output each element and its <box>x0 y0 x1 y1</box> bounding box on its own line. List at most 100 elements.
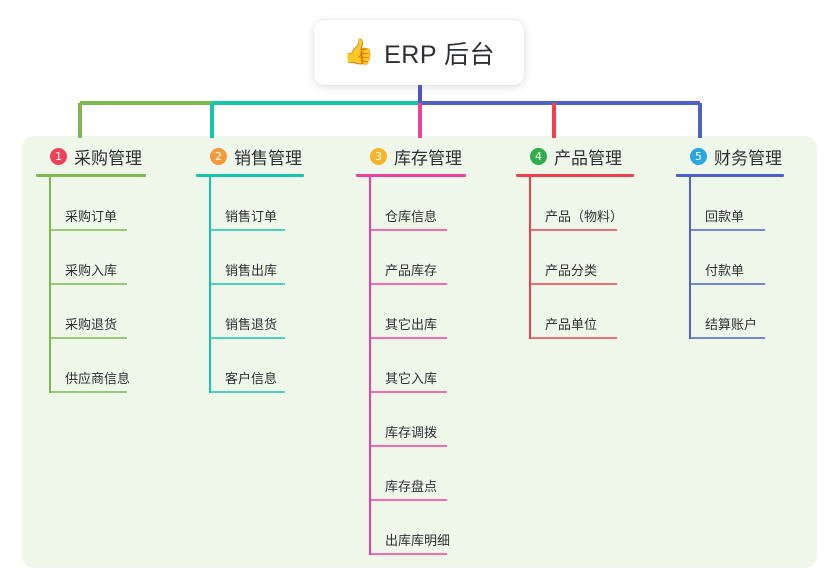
leaf-item[interactable]: 其它出库 <box>356 285 506 339</box>
leaf-item-underline <box>369 445 447 447</box>
leaf-item[interactable]: 产品单位 <box>516 285 666 339</box>
thumbs-up-icon: 👍 <box>342 38 375 66</box>
root-trunk-connector <box>418 85 422 103</box>
leaf-item-label: 结算账户 <box>705 317 758 332</box>
branch-drop-3 <box>418 103 422 138</box>
branch-title: 财务管理 <box>714 148 782 168</box>
leaf-item-label: 销售订单 <box>225 209 278 224</box>
branch-spine <box>209 177 211 393</box>
branch-title: 产品管理 <box>554 148 622 168</box>
branch-number-badge: 5 <box>690 147 707 165</box>
leaf-item-underline <box>689 337 765 339</box>
branch-underline <box>516 174 634 177</box>
branch-underline <box>196 174 304 177</box>
leaf-item[interactable]: 仓库信息 <box>356 177 506 231</box>
leaf-item[interactable]: 销售订单 <box>196 177 346 231</box>
branch-underline <box>676 174 784 177</box>
branch-number-badge: 1 <box>50 147 67 165</box>
leaf-item-underline <box>529 283 617 285</box>
branch-title: 销售管理 <box>234 148 302 168</box>
root-node-card[interactable]: 👍 ERP 后台 <box>314 20 524 85</box>
leaf-item[interactable]: 采购入库 <box>36 231 186 285</box>
branch-items: 回款单付款单结算账户 <box>676 177 816 339</box>
branch-column-4[interactable]: 4 产品管理产品（物料） 产品分类产品单位 <box>516 144 666 339</box>
branch-drop-5 <box>698 103 702 138</box>
leaf-item-label: 出库库明细 <box>385 533 451 548</box>
leaf-item-label: 其它入库 <box>385 371 438 386</box>
leaf-item-label: 付款单 <box>705 263 745 278</box>
leaf-item-underline <box>369 391 447 393</box>
leaf-item[interactable]: 供应商信息 <box>36 339 186 393</box>
leaf-item[interactable]: 采购退货 <box>36 285 186 339</box>
leaf-item[interactable]: 回款单 <box>676 177 816 231</box>
leaf-item-label: 销售出库 <box>225 263 278 278</box>
branch-spine <box>529 177 531 339</box>
leaf-item-label: 供应商信息 <box>65 371 131 386</box>
leaf-item-underline <box>49 283 127 285</box>
branch-header-4[interactable]: 4 产品管理 <box>516 144 666 168</box>
leaf-item-label: 产品单位 <box>545 317 598 332</box>
branch-spine <box>369 177 371 555</box>
leaf-item-label: 采购订单 <box>65 209 118 224</box>
branch-title: 库存管理 <box>394 148 462 168</box>
leaf-item-underline <box>209 337 285 339</box>
leaf-item[interactable]: 销售退货 <box>196 285 346 339</box>
leaf-item[interactable]: 客户信息 <box>196 339 346 393</box>
leaf-item-underline <box>369 499 447 501</box>
branch-number-badge: 3 <box>370 147 387 165</box>
leaf-item[interactable]: 产品（物料） <box>516 177 666 231</box>
leaf-item-label: 库存调拨 <box>385 425 438 440</box>
leaf-item-label: 销售退货 <box>225 317 278 332</box>
leaf-item-underline <box>369 337 447 339</box>
branch-column-3[interactable]: 3 库存管理仓库信息产品库存其它出库其它入库库存调拨库存盘点出库库明细 <box>356 144 506 555</box>
leaf-item-underline <box>689 283 765 285</box>
leaf-item-label: 其它出库 <box>385 317 438 332</box>
leaf-item[interactable]: 产品分类 <box>516 231 666 285</box>
branch-items: 采购订单采购入库采购退货供应商信息 <box>36 177 186 393</box>
leaf-item-underline <box>529 229 617 231</box>
leaf-item-underline <box>689 229 765 231</box>
leaf-item-underline <box>49 229 127 231</box>
leaf-item-label: 采购退货 <box>65 317 118 332</box>
branch-items: 产品（物料） 产品分类产品单位 <box>516 177 666 339</box>
branch-underline <box>356 174 466 177</box>
branch-number-badge: 2 <box>210 147 227 165</box>
leaf-item[interactable]: 库存盘点 <box>356 447 506 501</box>
branch-drop-4 <box>552 103 556 138</box>
leaf-item-underline <box>369 283 447 285</box>
branch-underline <box>36 174 146 177</box>
leaf-item[interactable]: 出库库明细 <box>356 501 506 555</box>
branch-number-badge: 4 <box>530 147 547 165</box>
branch-header-5[interactable]: 5 财务管理 <box>676 144 816 168</box>
leaf-item-label: 产品库存 <box>385 263 438 278</box>
leaf-item-underline <box>49 391 127 393</box>
leaf-item[interactable]: 其它入库 <box>356 339 506 393</box>
leaf-item[interactable]: 库存调拨 <box>356 393 506 447</box>
branch-drop-2 <box>210 103 214 138</box>
branch-header-2[interactable]: 2 销售管理 <box>196 144 346 168</box>
branch-column-5[interactable]: 5 财务管理回款单付款单结算账户 <box>676 144 816 339</box>
leaf-item[interactable]: 结算账户 <box>676 285 816 339</box>
leaf-item[interactable]: 采购订单 <box>36 177 186 231</box>
bus-segment-1 <box>80 101 212 105</box>
branch-items: 仓库信息产品库存其它出库其它入库库存调拨库存盘点出库库明细 <box>356 177 506 555</box>
root-node-title: ERP 后台 <box>384 40 496 69</box>
diagram-panel <box>22 136 817 568</box>
branch-column-2[interactable]: 2 销售管理销售订单销售出库销售退货客户信息 <box>196 144 346 393</box>
leaf-item[interactable]: 销售出库 <box>196 231 346 285</box>
leaf-item[interactable]: 付款单 <box>676 231 816 285</box>
leaf-item-label: 客户信息 <box>225 371 278 386</box>
branch-spine <box>689 177 691 339</box>
bus-segment-4 <box>418 101 700 105</box>
leaf-item-underline <box>209 229 285 231</box>
branch-header-3[interactable]: 3 库存管理 <box>356 144 506 168</box>
leaf-item-underline <box>49 337 127 339</box>
leaf-item-underline <box>529 337 617 339</box>
leaf-item-label: 库存盘点 <box>385 479 438 494</box>
leaf-item[interactable]: 产品库存 <box>356 231 506 285</box>
leaf-item-label: 产品分类 <box>545 263 598 278</box>
leaf-item-underline <box>209 283 285 285</box>
leaf-item-label: 采购入库 <box>65 263 118 278</box>
